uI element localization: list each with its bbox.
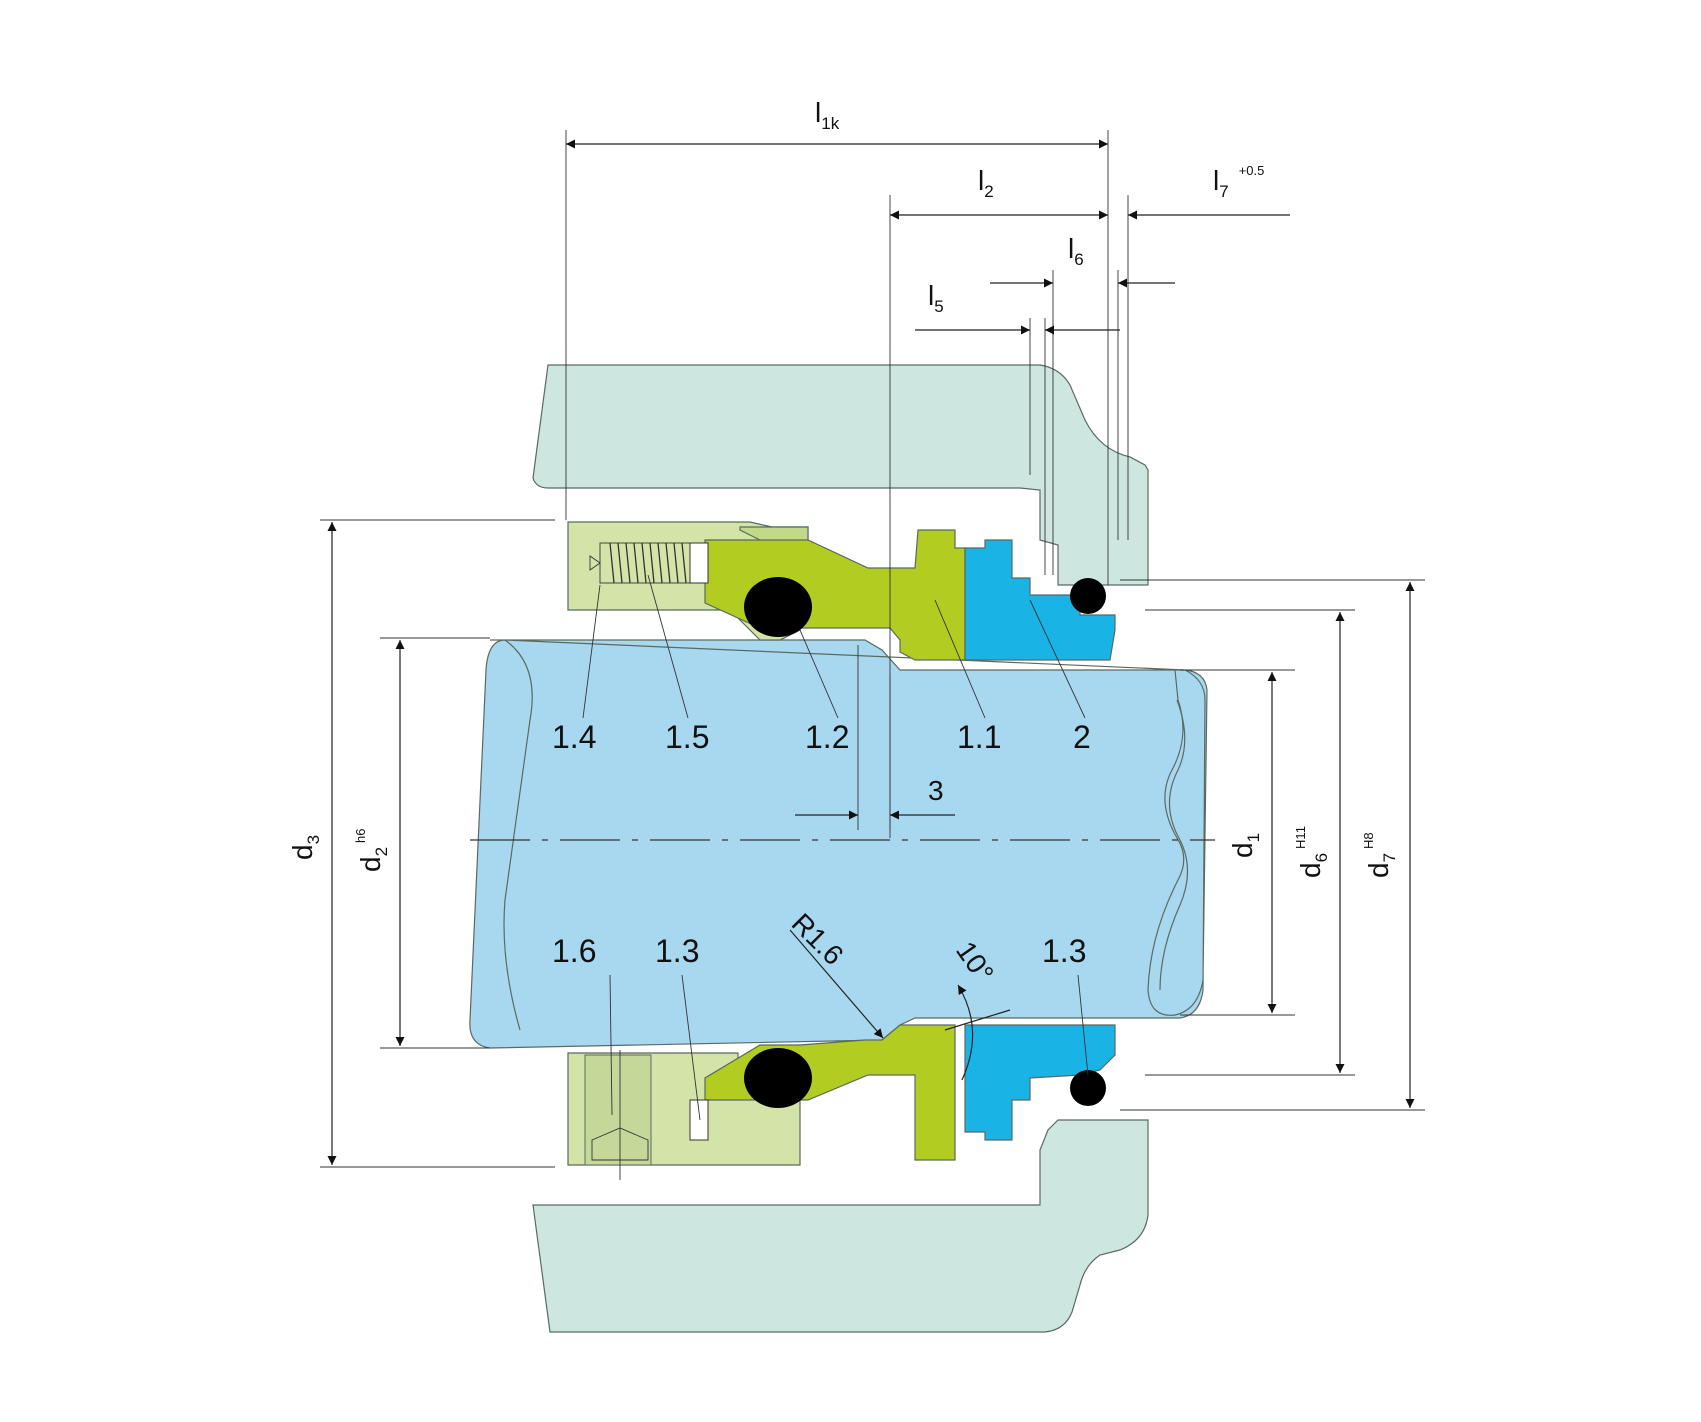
- dim-d1: d1: [1227, 833, 1263, 858]
- dim-l2: l2: [978, 165, 994, 201]
- spring-coil: [609, 542, 687, 584]
- dim-gap-3: 3: [928, 775, 944, 806]
- dim-d7: d7H8: [1361, 832, 1399, 878]
- housing-bottom: [532, 1119, 1149, 1333]
- housing-top: [532, 364, 1149, 586]
- label-1-1: 1.1: [957, 719, 1001, 755]
- oring-1-2-bottom: [744, 1048, 812, 1108]
- label-1-6: 1.6: [552, 933, 596, 969]
- label-1-3-right: 1.3: [1042, 933, 1086, 969]
- oring-2-bottom: [1070, 1070, 1106, 1106]
- shaft-right-end: [1159, 699, 1189, 991]
- dim-d2: d2h6: [353, 828, 391, 872]
- drive-pin-top: [689, 542, 709, 584]
- extension-lines: [320, 130, 1425, 1168]
- dim-l6: l6: [1068, 233, 1084, 269]
- set-screw-hex: [591, 1127, 649, 1161]
- set-screw-body: [584, 1054, 652, 1166]
- leader-lines: [582, 574, 1089, 1121]
- label-1-3-left: 1.3: [655, 933, 699, 969]
- dim-l5: l5: [928, 280, 944, 316]
- seal-face-top: [964, 539, 1116, 661]
- label-1-4: 1.4: [552, 719, 596, 755]
- dim-d6: d6H11: [1293, 826, 1331, 878]
- oring-1-2-top: [744, 577, 812, 637]
- shaft: [469, 639, 1208, 1049]
- label-1-2: 1.2: [805, 719, 849, 755]
- dimension-lines: [327, 139, 1415, 1165]
- label-2: 2: [1073, 719, 1091, 755]
- drive-pin-bottom: [689, 1099, 709, 1141]
- dim-l7: l7+0.5: [1213, 163, 1264, 201]
- label-1-5: 1.5: [665, 719, 709, 755]
- seal-face-bottom: [964, 1024, 1116, 1141]
- oring-2-top: [1070, 578, 1106, 614]
- spring: [589, 542, 693, 584]
- dim-l1k: l1k: [815, 97, 840, 133]
- dim-d3: d3: [287, 835, 323, 860]
- shaft-left-end: [503, 639, 533, 1031]
